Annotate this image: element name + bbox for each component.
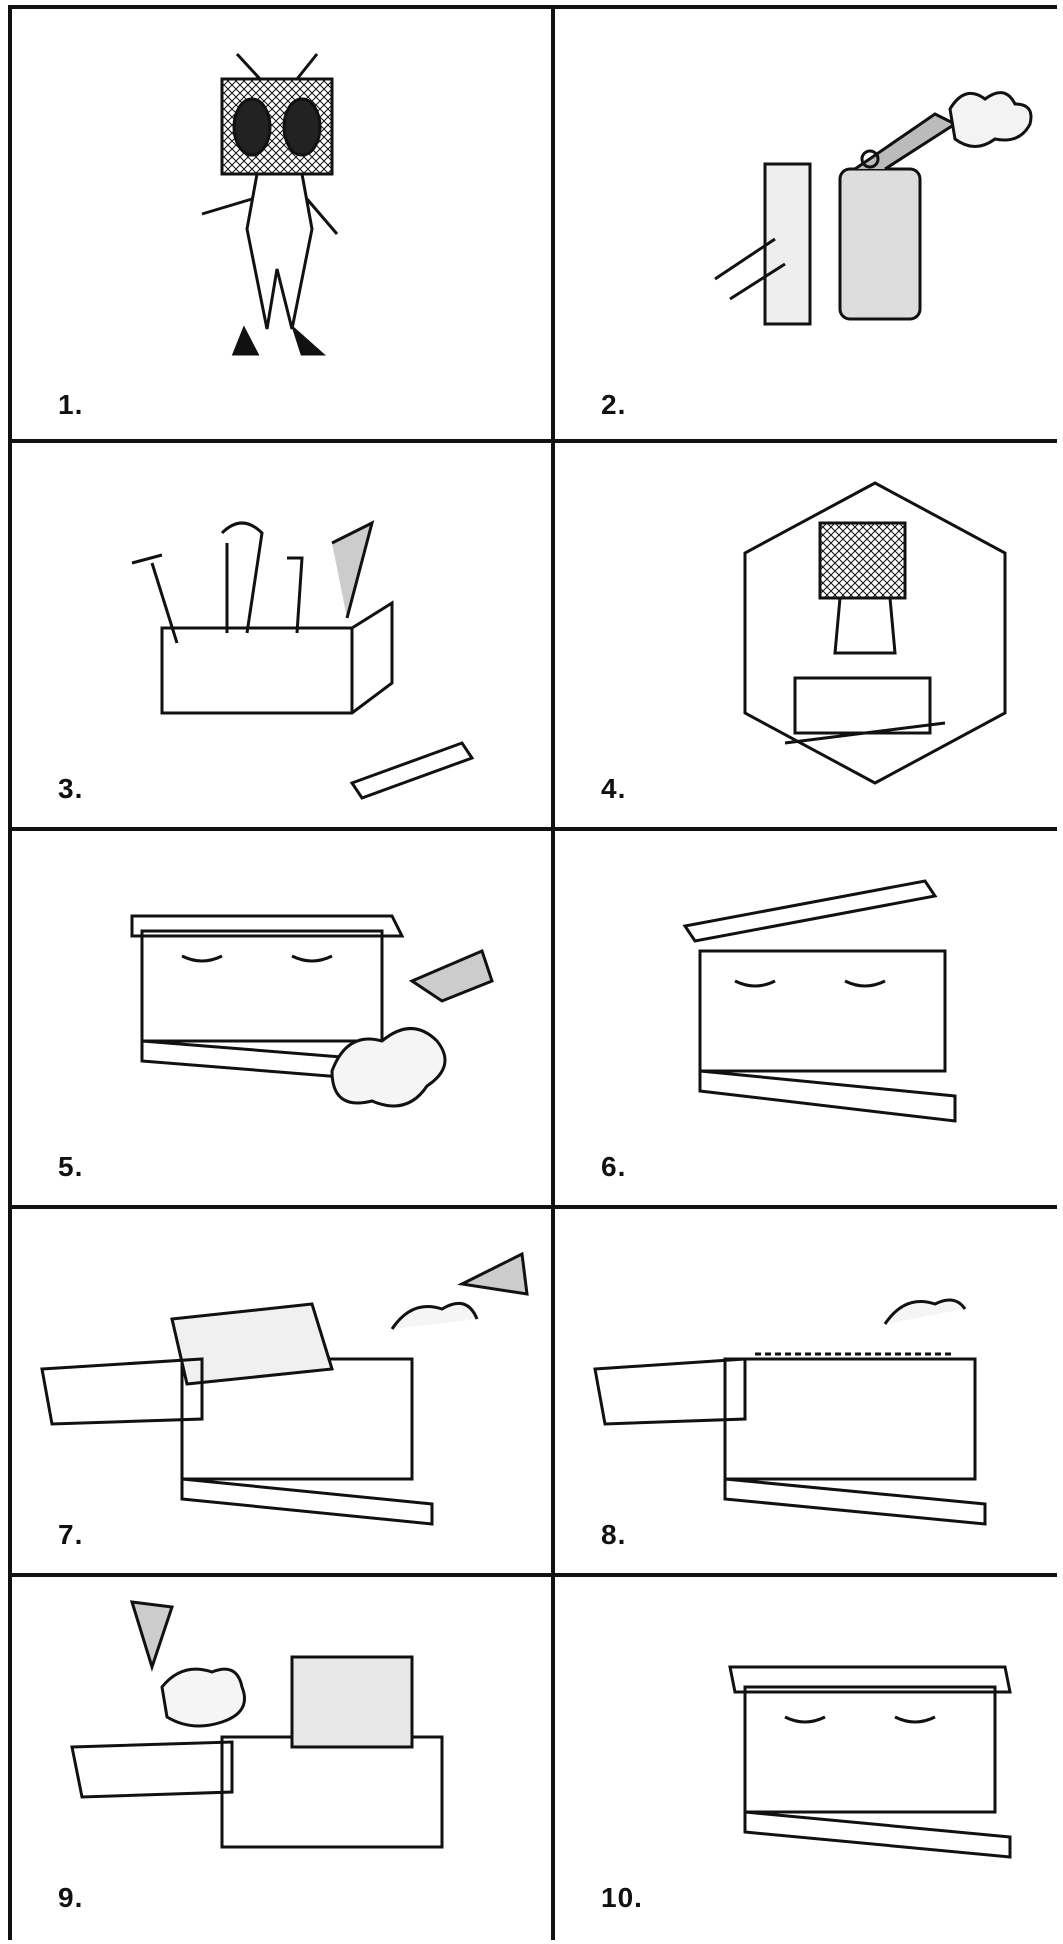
panel-6: 6. (555, 831, 1057, 1205)
smoking-entrance-illustration (12, 831, 552, 1205)
panel-7: 7. (12, 1209, 555, 1573)
panel-number-9: 9. (58, 1882, 83, 1914)
panel-number-5: 5. (58, 1151, 83, 1183)
grid-row-divider-2 (8, 827, 1057, 831)
panel-number-10: 10. (601, 1882, 643, 1914)
panel-number-6: 6. (601, 1151, 626, 1183)
illustration-grid: 1. 2. 3. (8, 5, 1057, 1940)
grid-column-divider (551, 5, 555, 1940)
inner-cover-illustration (12, 1209, 552, 1573)
panel-1: 1. (12, 9, 555, 443)
grid-left-border (8, 5, 12, 1940)
panel-10: 10. (555, 1577, 1057, 1936)
panel-3: 3. (12, 443, 555, 827)
grid-row-divider-1 (8, 439, 1057, 443)
panel-number-8: 8. (601, 1519, 626, 1551)
panel-4: 4. (555, 443, 1057, 827)
panel-number-7: 7. (58, 1519, 83, 1551)
grid-row-divider-3 (8, 1205, 1057, 1209)
beekeeper-hive-illustration (555, 443, 1057, 827)
smoker-illustration (555, 9, 1057, 443)
panel-number-4: 4. (601, 773, 626, 805)
grid-row-divider-4 (8, 1573, 1057, 1577)
panel-number-3: 3. (58, 773, 83, 805)
beekeeper-suit-illustration (12, 9, 552, 443)
panel-number-2: 2. (601, 389, 626, 421)
panel-number-1: 1. (58, 389, 83, 421)
toolbox-illustration (12, 443, 552, 827)
panel-5: 5. (12, 831, 555, 1205)
panel-2: 2. (555, 9, 1057, 443)
smoking-frames-illustration (555, 1209, 1057, 1573)
inspecting-frame-illustration (12, 1577, 552, 1936)
panel-9: 9. (12, 1577, 555, 1936)
removing-cover-illustration (555, 831, 1057, 1205)
grid-outer-border (8, 5, 1057, 9)
panel-8: 8. (555, 1209, 1057, 1573)
